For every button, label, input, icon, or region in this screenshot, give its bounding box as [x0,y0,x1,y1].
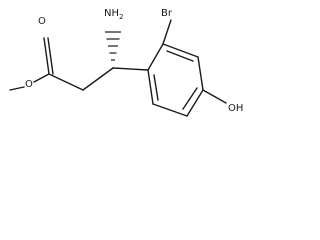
bond-co-2 [47,37,54,75]
amine-label: NH2 [104,8,123,21]
bond-cc-ring [112,67,149,71]
carbonyl-oxygen-label: O [38,16,46,27]
bond-ring-br [162,19,172,45]
bond-ca-cb [48,73,84,91]
bond-methyl-o [9,86,25,91]
hashed-wedge-bond [105,31,121,61]
molecule-structure: O O NH2 Br OH [0,0,268,136]
bond-cb-cc [82,67,114,91]
bromine-label: Br [161,8,173,19]
skeletal-formula: O O NH2 Br OH [9,8,243,117]
bond-o-carbonyl [33,73,50,83]
ester-oxygen-label: O [25,79,33,90]
bond-ring-oh [202,89,227,104]
hydroxyl-label: OH [228,103,243,114]
benzene-ring [147,43,204,117]
bond-co-1 [43,37,50,75]
